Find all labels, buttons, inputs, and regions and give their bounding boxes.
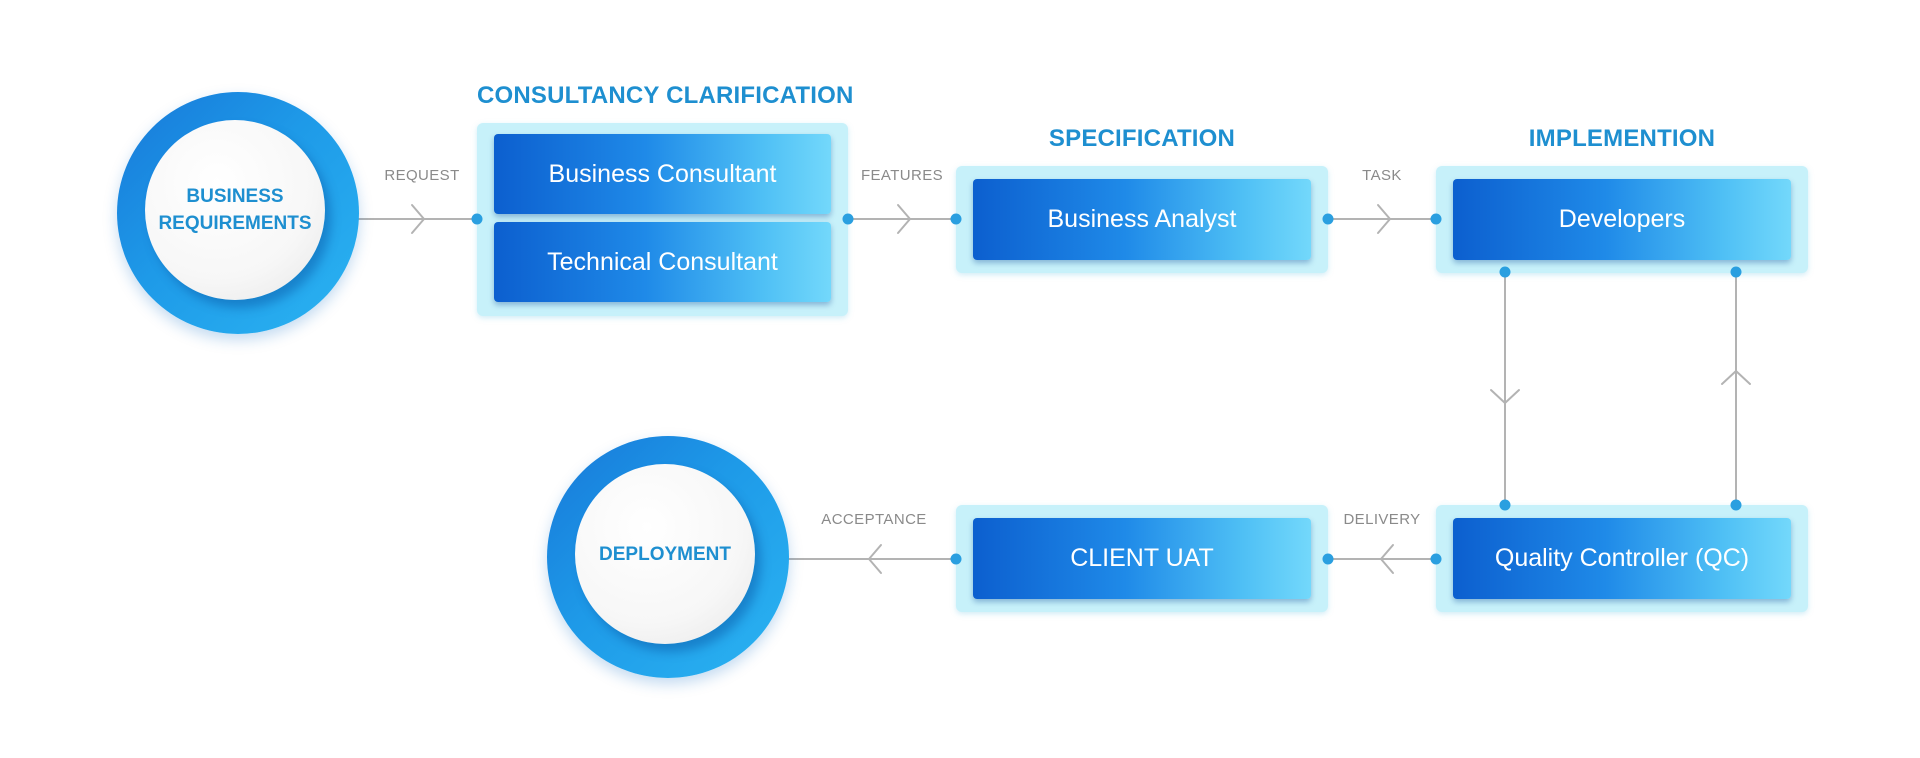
- arrow-acceptance-icon: [868, 544, 882, 574]
- port-qc-top-right: [1730, 499, 1742, 511]
- port-implementation-in: [1430, 213, 1442, 225]
- edge-label-request: REQUEST: [384, 167, 460, 184]
- port-consultancy-out: [842, 213, 854, 225]
- port-qc-out: [1430, 553, 1442, 565]
- port-uat-in: [1322, 553, 1334, 565]
- client-uat-box: CLIENT UAT: [973, 518, 1311, 599]
- deployment-circle: DEPLOYMENT: [547, 436, 789, 678]
- deployment-disc: DEPLOYMENT: [575, 464, 755, 644]
- edge-label-task: TASK: [1362, 167, 1402, 184]
- arrow-up-icon: [1721, 370, 1751, 385]
- deployment-label: DEPLOYMENT: [599, 543, 731, 565]
- port-specification-out: [1322, 213, 1334, 225]
- arrow-down-icon: [1490, 389, 1520, 404]
- port-uat-out: [950, 553, 962, 565]
- business-requirements-label: BUSINESS REQUIREMENTS: [158, 186, 312, 234]
- port-developers-up: [1730, 266, 1742, 278]
- arrow-request-icon: [411, 204, 425, 234]
- edge-label-delivery: DELIVERY: [1343, 511, 1421, 528]
- developers-box: Developers: [1453, 179, 1791, 260]
- business-requirements-circle: BUSINESS REQUIREMENTS: [117, 92, 359, 334]
- technical-consultant-box: Technical Consultant: [494, 222, 831, 302]
- edge-label-acceptance: ACCEPTANCE: [821, 511, 927, 528]
- arrow-delivery-icon: [1380, 544, 1394, 574]
- business-analyst-box: Business Analyst: [973, 179, 1311, 260]
- port-request-end: [471, 213, 483, 225]
- quality-controller-box: Quality Controller (QC): [1453, 518, 1791, 599]
- section-title-implementation: IMPLEMENTION: [1528, 125, 1716, 152]
- edge-label-features: FEATURES: [860, 167, 944, 184]
- arrow-task-icon: [1377, 204, 1391, 234]
- arrow-features-icon: [897, 204, 911, 234]
- port-qc-top-left: [1499, 499, 1511, 511]
- section-title-specification: SPECIFICATION: [1048, 125, 1236, 152]
- business-requirements-disc: BUSINESS REQUIREMENTS: [145, 120, 325, 300]
- business-consultant-box: Business Consultant: [494, 134, 831, 214]
- port-specification-in: [950, 213, 962, 225]
- port-developers-down: [1499, 266, 1511, 278]
- section-title-consultancy: CONSULTANCY CLARIFICATION: [477, 82, 854, 109]
